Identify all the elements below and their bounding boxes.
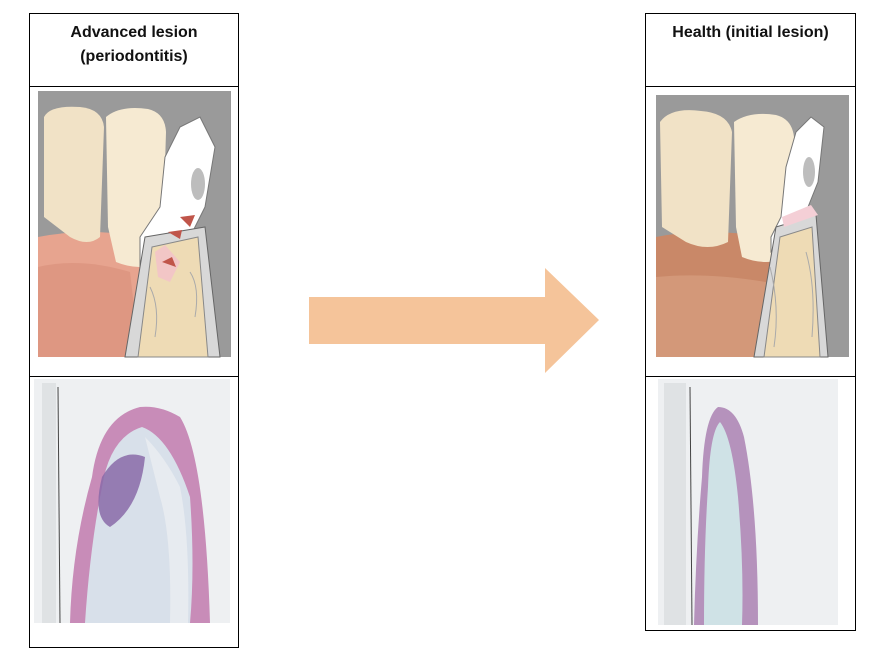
advanced-lesion-histology — [30, 377, 238, 647]
advanced-lesion-subtitle: (periodontitis) — [80, 48, 188, 65]
health-title: Health (initial lesion) — [672, 24, 829, 41]
advanced-lesion-title: Advanced lesion — [70, 24, 198, 41]
arrow-icon — [309, 268, 599, 373]
health-histology — [646, 377, 855, 630]
advanced-lesion-panel: Advanced lesion (periodontitis) — [29, 13, 239, 648]
health-header: Health (initial lesion) — [646, 14, 855, 87]
health-panel: Health (initial lesion) — [645, 13, 856, 631]
health-clinical-illustration — [646, 87, 855, 377]
advanced-lesion-header: Advanced lesion (periodontitis) — [30, 14, 238, 87]
advanced-lesion-clinical-illustration — [30, 87, 238, 377]
